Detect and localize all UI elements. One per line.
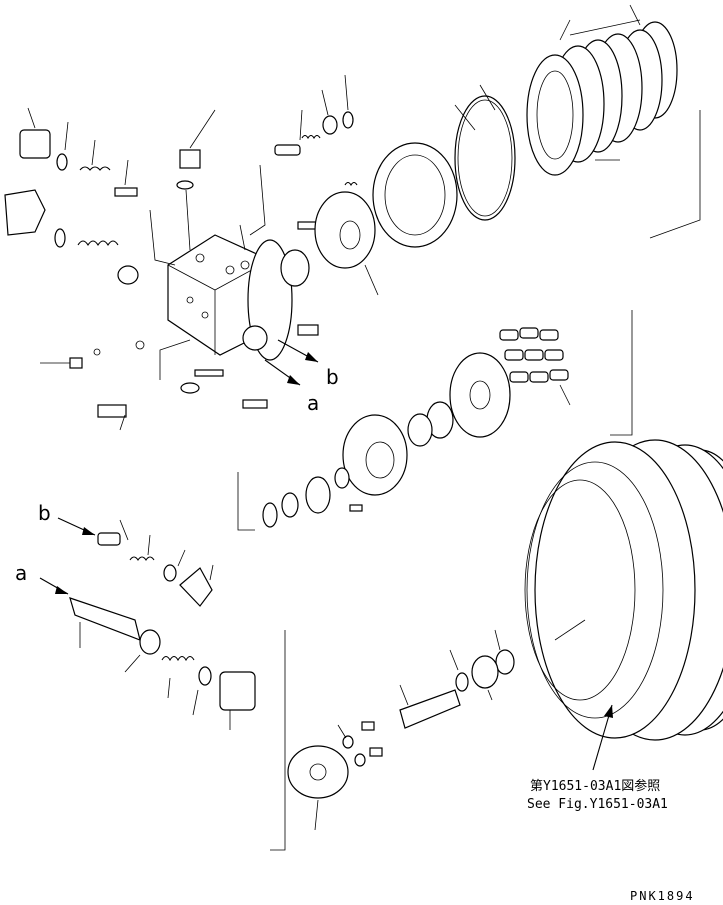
drive-housing (270, 439, 723, 851)
relief-valve-parts (4, 107, 145, 418)
callout-b-lower: b (38, 501, 51, 525)
reference-note-japanese: 第Y1651-03A1図参照 (530, 778, 660, 794)
brake-disc-stack (372, 4, 701, 248)
callout-b-upper: b (326, 365, 339, 389)
callout-arrows-upper (194, 339, 319, 409)
reference-note-english: See Fig.Y1651-03A1 (527, 797, 668, 812)
spool-parts (274, 74, 379, 336)
callout-a-upper: a (307, 391, 319, 415)
block-leaders (119, 109, 266, 431)
lower-shaft-parts (39, 517, 256, 730)
callout-a-lower: a (15, 561, 27, 585)
cylinder-assembly (237, 310, 633, 531)
valve-block (167, 149, 293, 394)
drawing-number: PNK1894 (630, 889, 695, 903)
